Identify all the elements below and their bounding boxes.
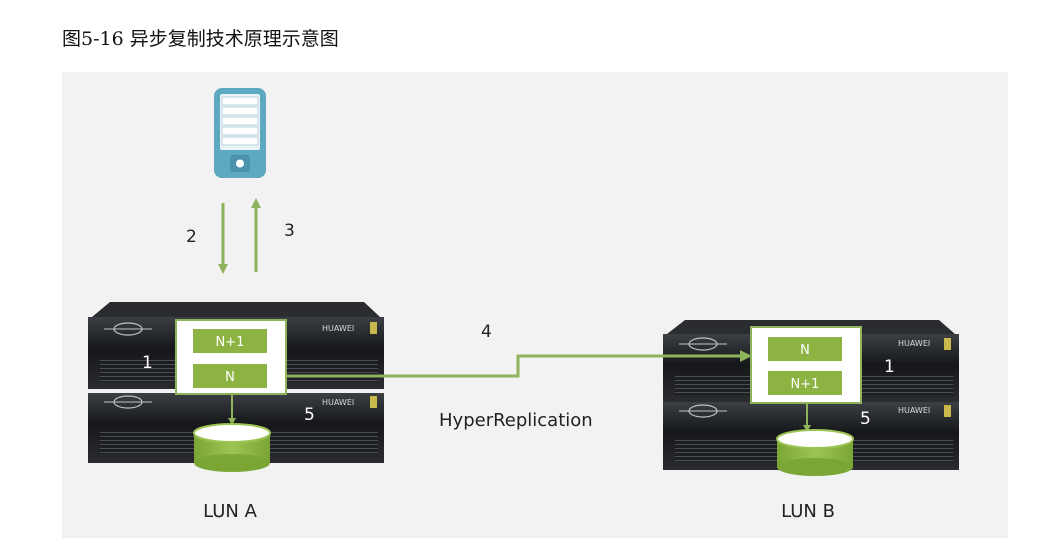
step-5-label: 5 <box>860 409 871 429</box>
cache-block-b: N N+1 <box>750 326 862 404</box>
flush-arrow-b <box>803 403 811 432</box>
step-2-label: 2 <box>186 227 197 247</box>
lun-b-label: LUN B <box>781 501 835 522</box>
replication-arrow <box>286 350 752 378</box>
lun-a-disk-icon <box>193 423 271 472</box>
step-5-label: 5 <box>304 405 315 425</box>
cache-slot-top-label: N <box>800 343 810 358</box>
cache-slot-bottom-label: N+1 <box>791 377 820 392</box>
step-1-label: 1 <box>884 357 895 377</box>
step-1-label: 1 <box>142 353 153 373</box>
cache-slot-bottom <box>768 371 842 395</box>
io-arrow-down <box>218 203 228 274</box>
flush-arrow-a <box>228 394 236 425</box>
lun-a-label: LUN A <box>203 501 257 522</box>
io-arrow-up <box>251 198 261 272</box>
replication-label: HyperReplication <box>439 410 593 431</box>
array-logo-icon <box>679 337 727 418</box>
cache-block-a: N+1 N <box>175 319 287 395</box>
figure-caption: 图5-16 异步复制技术原理示意图 <box>62 28 339 50</box>
brand-label: HUAWEI <box>322 324 354 333</box>
cache-slot-bottom-label: N <box>225 370 235 385</box>
cache-slot-top <box>768 337 842 361</box>
step-4-label: 4 <box>481 322 492 342</box>
lun-b-disk-icon <box>776 429 854 476</box>
cache-slot-top-label: N+1 <box>216 335 245 350</box>
step-3-label: 3 <box>284 221 295 241</box>
array-logo-icon <box>104 322 152 409</box>
brand-label: HUAWEI <box>322 398 354 407</box>
cache-slot-top <box>193 329 267 353</box>
host-server-icon <box>214 88 266 178</box>
brand-label: HUAWEI <box>898 339 930 348</box>
brand-label: HUAWEI <box>898 406 930 415</box>
cache-slot-bottom <box>193 364 267 388</box>
